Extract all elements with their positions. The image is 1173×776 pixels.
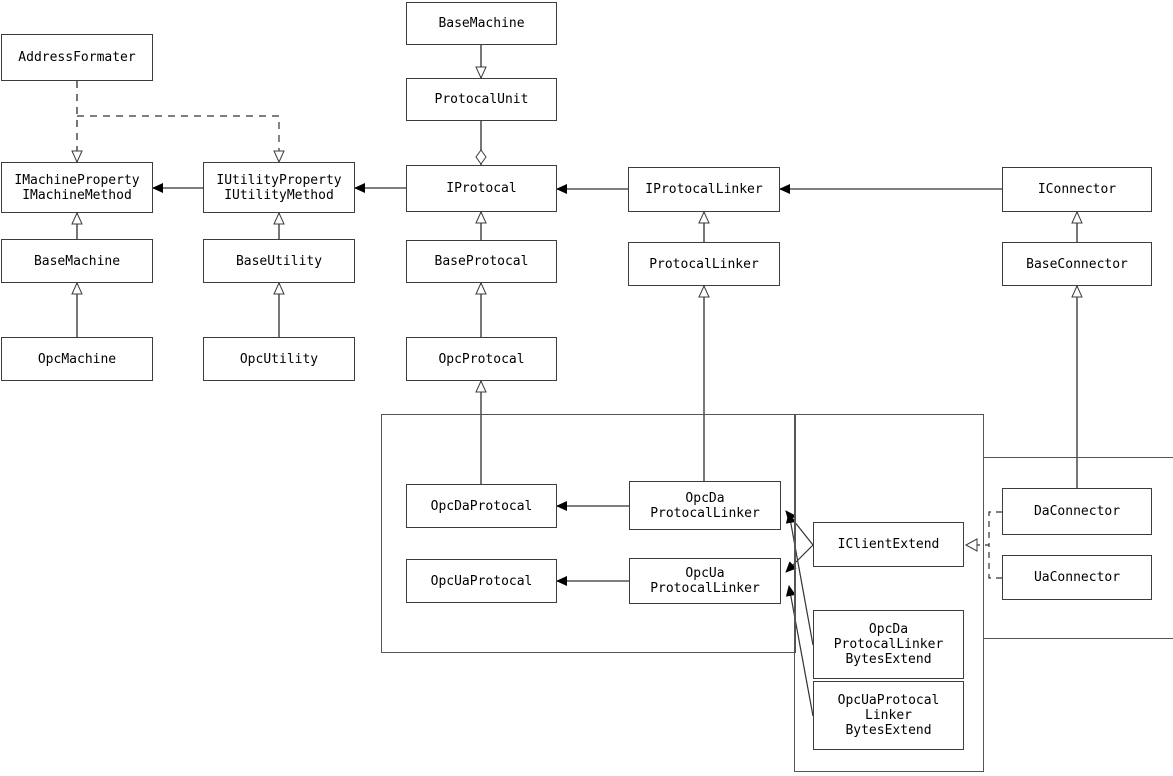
class-box-iconnector[interactable]: IConnector — [1002, 167, 1152, 212]
class-box-ua-connector[interactable]: UaConnector — [1002, 555, 1152, 600]
class-box-base-utility[interactable]: BaseUtility — [203, 239, 355, 283]
edge-addressformater-iutilityproperty — [77, 115, 285, 164]
class-box-iprotocal[interactable]: IProtocal — [406, 165, 557, 212]
class-box-opc-da-protocal[interactable]: OpcDaProtocal — [406, 484, 557, 528]
class-box-iutility-property[interactable]: IUtilityProperty IUtilityMethod — [203, 162, 355, 213]
connector-group — [983, 457, 1173, 639]
class-box-opc-ua-protocal-linker-bytes-extend[interactable]: OpcUaProtocal Linker BytesExtend — [813, 681, 964, 750]
class-box-protocal-unit[interactable]: ProtocalUnit — [406, 78, 557, 121]
class-box-imachine-property[interactable]: IMachineProperty IMachineMethod — [1, 162, 153, 213]
class-box-base-connector[interactable]: BaseConnector — [1002, 242, 1152, 286]
class-box-protocal-linker[interactable]: ProtocalLinker — [628, 242, 780, 286]
protocal-implementation-group — [381, 414, 796, 653]
class-box-base-protocal[interactable]: BaseProtocal — [406, 240, 557, 283]
class-box-opc-machine[interactable]: OpcMachine — [1, 337, 153, 381]
class-box-iclient-extend[interactable]: IClientExtend — [813, 522, 964, 567]
class-box-opc-da-protocal-linker[interactable]: OpcDa ProtocalLinker — [629, 481, 781, 530]
class-box-base-machine-top[interactable]: BaseMachine — [406, 2, 557, 45]
class-box-iprotocal-linker[interactable]: IProtocalLinker — [628, 167, 780, 212]
class-box-da-connector[interactable]: DaConnector — [1002, 488, 1152, 535]
class-box-opc-utility[interactable]: OpcUtility — [203, 337, 355, 381]
class-box-opc-protocal[interactable]: OpcProtocal — [406, 337, 557, 381]
class-box-address-formater[interactable]: AddressFormater — [1, 34, 153, 81]
class-box-opc-da-protocal-linker-bytes-extend[interactable]: OpcDa ProtocalLinker BytesExtend — [813, 610, 964, 679]
class-box-opc-ua-protocal-linker[interactable]: OpcUa ProtocalLinker — [629, 558, 781, 604]
class-box-base-machine[interactable]: BaseMachine — [1, 239, 153, 283]
class-box-opc-ua-protocal[interactable]: OpcUaProtocal — [406, 559, 557, 603]
